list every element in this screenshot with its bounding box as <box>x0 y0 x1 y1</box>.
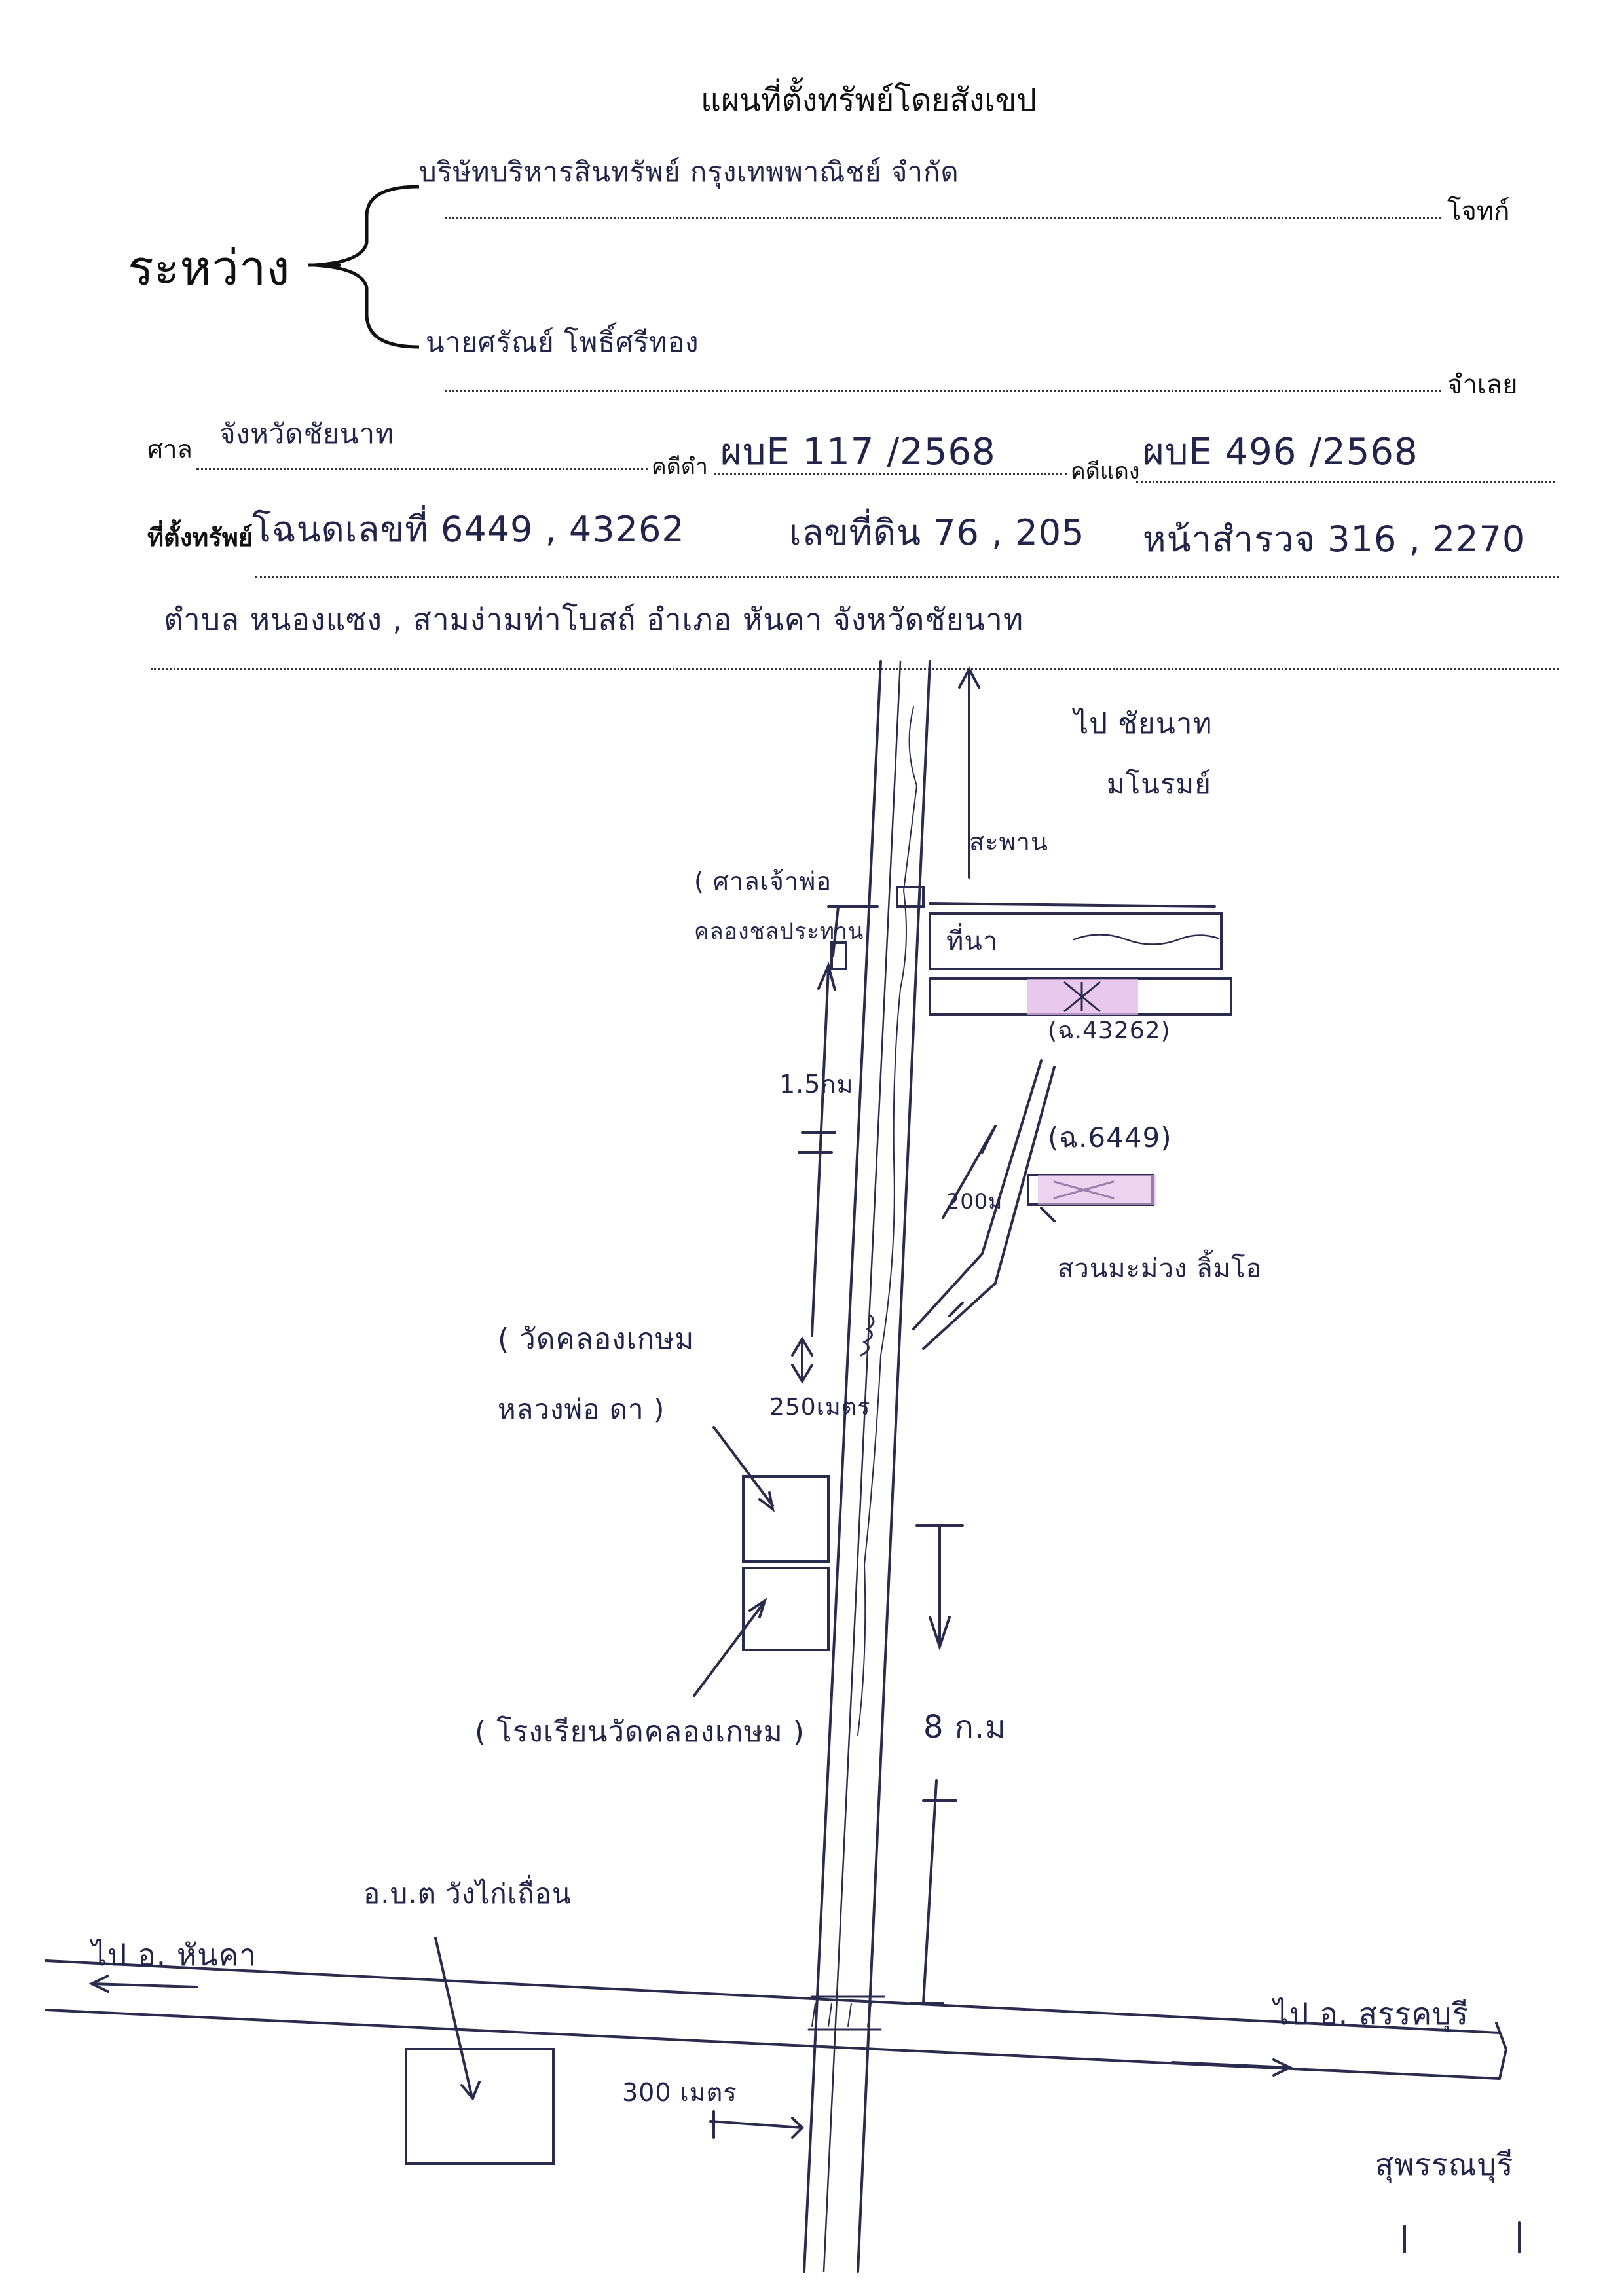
label-to-sankhaburi: ไป อ. สรรคบุรี <box>1274 1996 1469 2032</box>
plaintiff-role: โจทก์ <box>1447 196 1510 227</box>
label-to-chainat: ไป ชัยนาท <box>1074 707 1213 740</box>
label-shrine: ( ศาลเจ้าพ่อ <box>694 867 832 896</box>
label-suphanburi: สุพรรณบุรี <box>1375 2147 1514 2182</box>
temple-hatch <box>860 1315 875 1357</box>
location-label: ที่ตั้งทรัพย์ <box>147 523 253 552</box>
plaintiff-value: บริษัทบริหารสินทรัพย์ กรุงเทพพาณิชย์ จำก… <box>419 156 959 188</box>
label-1-5km: 1.5กม <box>779 1070 854 1099</box>
shrine-box <box>830 941 847 970</box>
branch-road-a <box>912 1059 1043 1330</box>
plaintiff-dotline <box>445 217 1441 219</box>
deed-43262-cross <box>1063 981 1101 1013</box>
field-block <box>929 912 1223 970</box>
dim-300m <box>709 2110 804 2139</box>
location-land-no-value: เลขที่ดิน 76 , 205 <box>789 512 1085 553</box>
label-300m: 300 เมตร <box>622 2078 737 2107</box>
black-case-value: ผบE 117 /2568 <box>720 431 996 473</box>
main-road-center <box>822 660 902 2273</box>
label-canal: คลองชลประทาน <box>694 919 864 945</box>
page-title: แผนที่ตั้งทรัพย์โดยสังเขป <box>701 82 1037 118</box>
defendant-dotline <box>445 390 1441 392</box>
dim-tick-a <box>798 1131 836 1154</box>
label-250m: 250เมตร <box>769 1394 871 1421</box>
label-school: ( โรงเรียนวัดคลองเกษม ) <box>475 1715 805 1749</box>
tambon-office-block <box>405 2048 555 2165</box>
red-case-value: ผบE 496 /2568 <box>1143 431 1418 473</box>
red-case-dotline <box>1136 481 1555 483</box>
label-tambon-office: อ.บ.ต วังไก่เถื่อน <box>363 1878 572 1910</box>
temple-pointer <box>712 1426 775 1512</box>
red-case-label: คดีแดง <box>1071 458 1140 484</box>
dim-8km-bottom <box>909 1779 957 2005</box>
black-case-label: คดีดำ <box>652 454 708 480</box>
label-bridge: สะพาน <box>969 828 1048 856</box>
sankhaburi-arrow <box>1171 2058 1293 2077</box>
main-road-east-edge <box>857 660 931 2273</box>
location-dotline-1 <box>255 576 1559 578</box>
location-dotline-2 <box>151 668 1559 670</box>
location-survey-page-value: หน้าสำรวจ 316 , 2270 <box>1143 519 1526 560</box>
black-case-dotline <box>714 473 1067 475</box>
highway-north-edge <box>45 1959 1501 2034</box>
court-value: จังหวัดชัยนาท <box>219 418 394 450</box>
hankha-arrow <box>88 1975 198 1993</box>
tambon-pointer <box>434 1937 481 2101</box>
label-8km: 8 ก.ม <box>923 1709 1006 1745</box>
dim-1-5km <box>811 961 836 1337</box>
east-end-bracket <box>1495 2022 1508 2080</box>
temple-dim <box>791 1336 813 1384</box>
label-to-hankha: ไป อ. หันคา <box>92 1937 257 1973</box>
defendant-value: นายศรัณย์ โพธิ์ศรีทอง <box>426 326 699 358</box>
deed-6449-highlight <box>1038 1175 1156 1205</box>
main-road-west-edge <box>803 660 882 2273</box>
canal-wiggle <box>857 706 918 1736</box>
field-wave <box>1073 934 1219 945</box>
location-address-value: ตำบล หนองแซง , สามง่ามท่าโบสถ์ อำเภอ หัน… <box>164 602 1024 637</box>
label-deed-6449: (ฉ.6449) <box>1048 1121 1172 1154</box>
bridge-box <box>896 886 925 908</box>
junction-mark-1 <box>807 1995 885 2031</box>
label-temple-2: หลวงพ่อ ดา ) <box>498 1393 665 1425</box>
court-label: ศาล <box>147 435 193 464</box>
label-200m: 200ม <box>946 1189 1003 1214</box>
junction-mark-2 <box>811 2003 872 2027</box>
label-deed-43262: (ฉ.43262) <box>1048 1017 1171 1044</box>
label-field: ที่นา <box>946 926 999 957</box>
label-to-chainat-2: มโนรมย์ <box>1107 768 1211 800</box>
label-mango-orchard: สวนมะม่วง ลิ้มโอ <box>1058 1254 1263 1284</box>
location-deed-value: โฉนดเลขที่ 6449 , 43262 <box>252 509 685 550</box>
north-arrow <box>958 666 980 879</box>
orchard-pointer <box>1040 1207 1056 1222</box>
canal-line <box>827 905 879 957</box>
dim-200m <box>942 1125 997 1317</box>
dim-8km-top <box>915 1524 964 1651</box>
branch-road-b <box>922 1066 1056 1350</box>
label-temple-1: ( วัดคลองเกษม <box>498 1322 695 1356</box>
defendant-role: จำเลย <box>1447 370 1518 400</box>
temple-block <box>742 1475 830 1563</box>
school-block <box>742 1567 830 1651</box>
school-pointer <box>693 1597 767 1697</box>
side-road-top <box>929 902 1216 908</box>
between-label: ระหว่าง <box>128 240 290 297</box>
court-dotline <box>196 468 648 470</box>
